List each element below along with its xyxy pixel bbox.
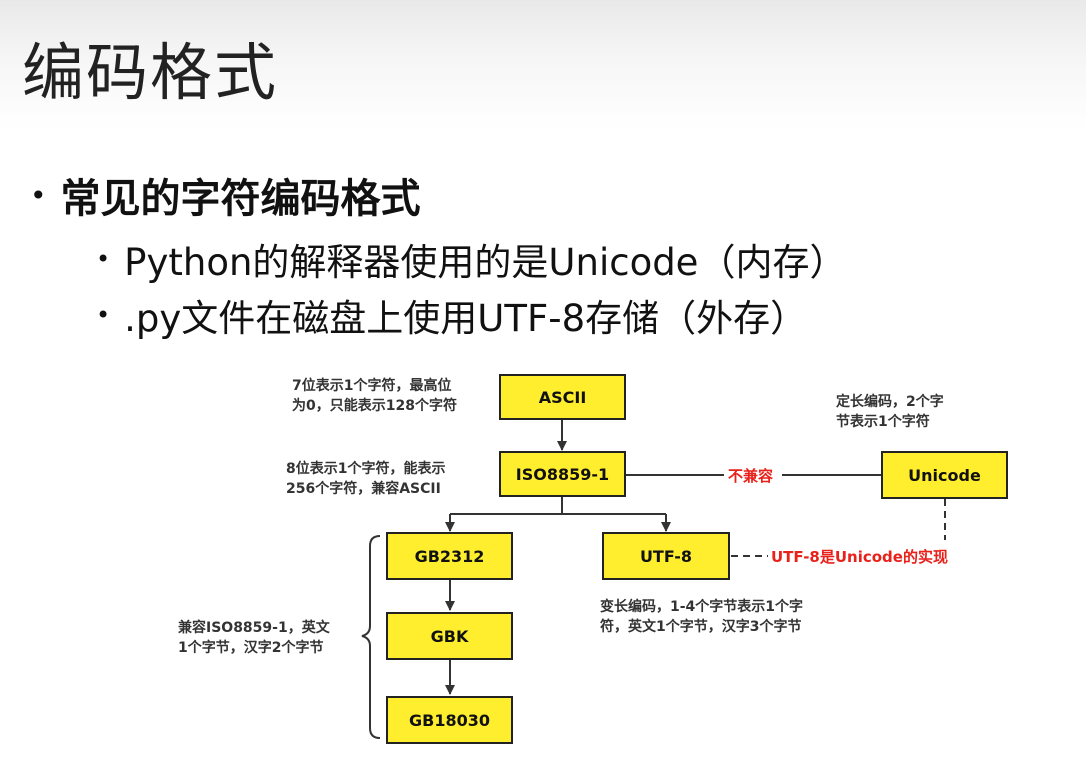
note-ascii-line1: 7位表示1个字符，最高位 [292, 378, 452, 394]
note-unicode: 定长编码，2个字 节表示1个字符 [836, 392, 944, 432]
note-gb-line1: 兼容ISO8859-1，英文 [178, 620, 330, 636]
bullet-sub-2: • .py文件在磁盘上使用UTF-8存储（外存） [96, 288, 807, 342]
node-gb2312: GB2312 [386, 532, 513, 580]
note-iso-line2: 256个字符，兼容ASCII [286, 481, 441, 497]
label-incompatible: 不兼容 [728, 467, 774, 485]
node-iso8859-1: ISO8859-1 [499, 451, 626, 497]
left-brace [361, 535, 381, 739]
note-unicode-line2: 节表示1个字符 [836, 414, 930, 430]
note-ascii: 7位表示1个字符，最高位 为0，只能表示128个字符 [292, 376, 457, 416]
node-utf8: UTF-8 [602, 532, 730, 580]
bullet-dot: • [96, 245, 111, 273]
bullet-main: • 常见的字符编码格式 [30, 166, 421, 224]
node-ascii: ASCII [499, 374, 626, 420]
label-utf8-implementation: UTF-8是Unicode的实现 [771, 548, 948, 566]
bullet-sub-2-text: .py文件在磁盘上使用UTF-8存储（外存） [124, 297, 808, 340]
note-unicode-line1: 定长编码，2个字 [836, 394, 944, 410]
bullet-dot: • [96, 301, 111, 329]
note-gb-line2: 1个字节，汉字2个字节 [178, 640, 324, 656]
node-gb18030: GB18030 [386, 696, 513, 744]
slide-title: 编码格式 [22, 36, 279, 109]
bullet-main-text: 常见的字符编码格式 [60, 176, 421, 222]
note-utf8-line2: 符，英文1个字节，汉字3个字节 [600, 619, 802, 635]
bullet-sub-1-text: Python的解释器使用的是Unicode（内存） [124, 241, 847, 284]
bullet-dot: • [30, 178, 47, 212]
note-iso-line1: 8位表示1个字符，能表示 [286, 461, 446, 477]
note-utf8-line1: 变长编码，1-4个字节表示1个字 [600, 599, 804, 615]
note-iso: 8位表示1个字符，能表示 256个字符，兼容ASCII [286, 459, 445, 499]
node-unicode: Unicode [881, 451, 1008, 499]
node-gbk: GBK [386, 612, 513, 660]
note-ascii-line2: 为0，只能表示128个字符 [292, 398, 457, 414]
note-utf8: 变长编码，1-4个字节表示1个字 符，英文1个字节，汉字3个字节 [600, 597, 803, 637]
bullet-sub-1: • Python的解释器使用的是Unicode（内存） [96, 232, 846, 286]
note-gb: 兼容ISO8859-1，英文 1个字节，汉字2个字节 [178, 618, 330, 658]
